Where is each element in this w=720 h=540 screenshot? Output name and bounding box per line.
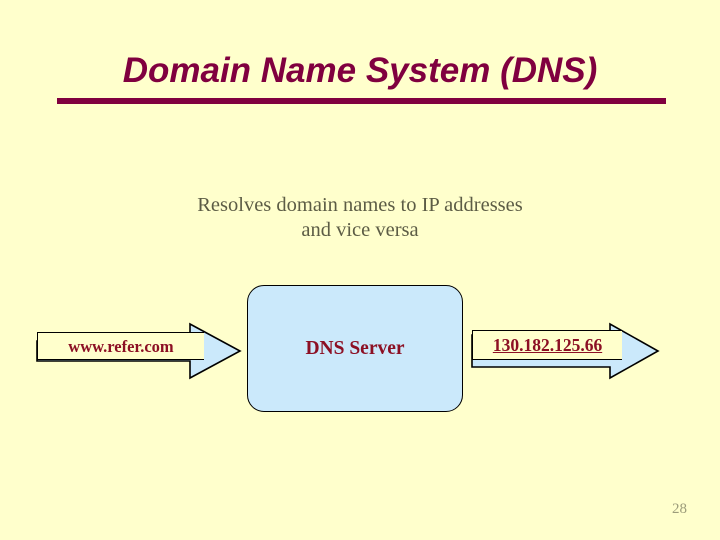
title-underline-rule bbox=[57, 98, 666, 104]
subtitle-line-2: and vice versa bbox=[301, 219, 419, 241]
response-ip-address-link[interactable]: 130.182.125.66 bbox=[492, 335, 603, 355]
dns-server-node[interactable]: DNS Server bbox=[247, 285, 463, 412]
response-label-chip: 130.182.125.66 bbox=[472, 330, 622, 360]
request-label-chip: www.refer.com bbox=[37, 332, 204, 360]
request-domain-label: www.refer.com bbox=[68, 337, 174, 356]
page-title: Domain Name System (DNS) bbox=[122, 51, 598, 90]
page-number: 28 bbox=[672, 501, 687, 517]
subtitle-text: Resolves domain names to IP addresses an… bbox=[110, 193, 610, 243]
title-block: Domain Name System (DNS) bbox=[0, 50, 720, 92]
subtitle-line-1: Resolves domain names to IP addresses bbox=[197, 194, 523, 216]
dns-server-label: DNS Server bbox=[305, 337, 405, 359]
